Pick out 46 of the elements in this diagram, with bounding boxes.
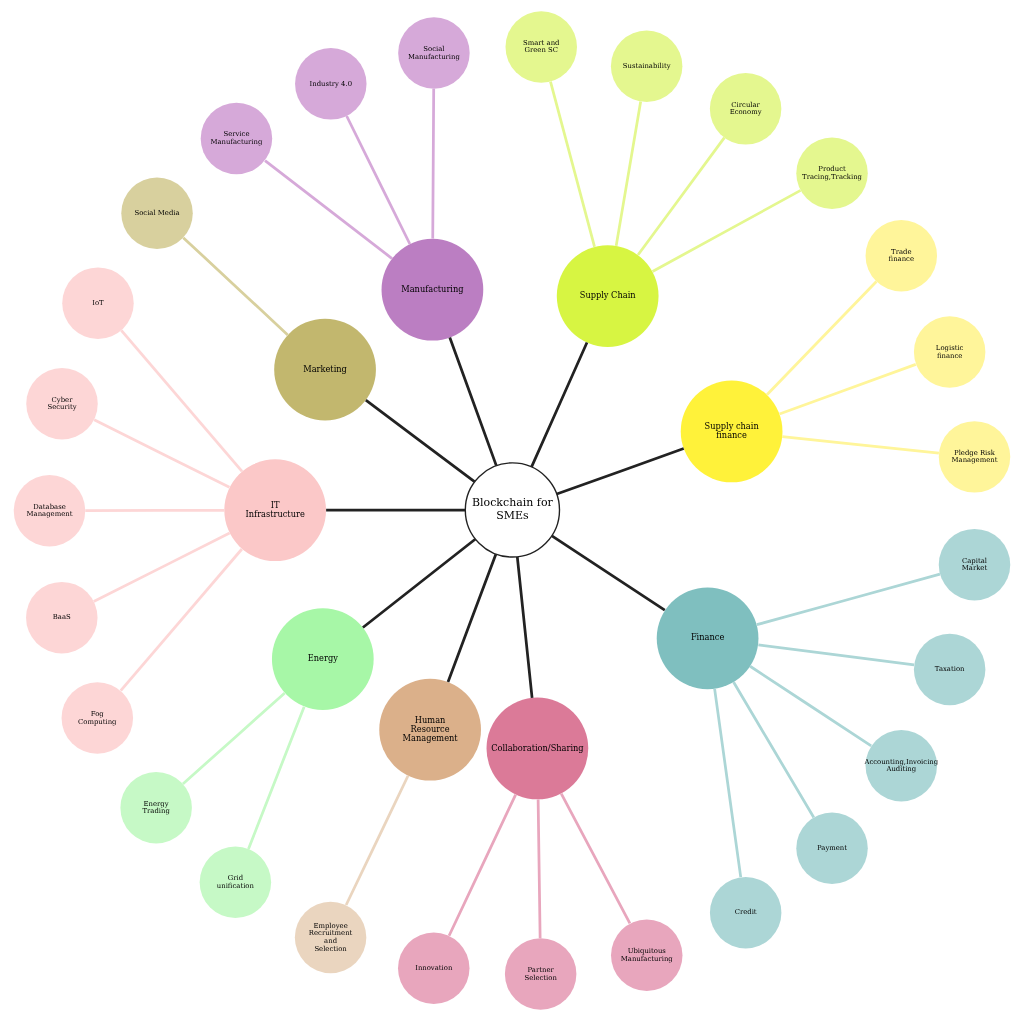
node-circle: Supply Chain: [556, 245, 659, 347]
connector: [536, 799, 541, 939]
node-circle: Marketing: [273, 318, 376, 421]
connector: [756, 572, 940, 626]
connector: [181, 691, 286, 785]
connector: [448, 337, 498, 467]
node-circle: Finance: [656, 587, 758, 690]
connector: [446, 553, 497, 683]
connector: [529, 342, 588, 468]
connector: [361, 538, 476, 629]
connector: [765, 280, 877, 396]
connector: [712, 688, 742, 878]
connector: [181, 236, 289, 336]
connector: [325, 508, 465, 512]
node-circle: Blockchain for SMEs: [464, 462, 560, 558]
connector: [555, 447, 684, 496]
connector: [636, 136, 725, 256]
node-circle: IT Infrastructure: [223, 459, 326, 562]
node-circle: Energy: [271, 608, 374, 710]
connector: [84, 508, 224, 513]
connector: [781, 435, 939, 455]
connector: [757, 643, 914, 667]
connector: [364, 399, 475, 483]
connector: [93, 418, 230, 489]
connector: [344, 115, 411, 245]
connector: [748, 665, 872, 748]
connector: [559, 792, 631, 925]
connector: [263, 159, 393, 260]
node-circle: Supply chain finance: [680, 380, 782, 483]
connector: [246, 706, 305, 850]
node-circle: Collaboration/Sharing: [486, 697, 588, 800]
connector: [430, 88, 435, 239]
node-circle: Manufacturing: [381, 238, 483, 341]
connector: [548, 81, 596, 248]
connector: [778, 363, 916, 416]
connector: [614, 101, 642, 247]
connector: [119, 548, 243, 692]
connector: [515, 556, 533, 698]
node-circle: Human Resource Management: [378, 678, 481, 781]
connector: [550, 534, 665, 612]
connector: [119, 329, 243, 473]
connector: [344, 775, 409, 906]
connector: [92, 531, 230, 603]
connector: [651, 189, 801, 273]
connector: [447, 793, 517, 937]
connector: [731, 681, 815, 819]
